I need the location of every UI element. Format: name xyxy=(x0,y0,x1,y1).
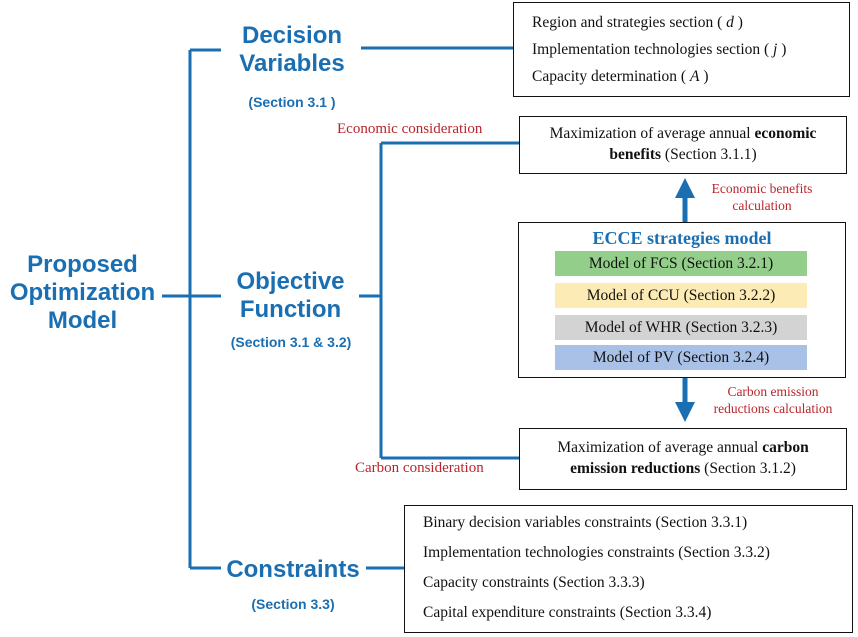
root-title-line1: Proposed xyxy=(27,251,138,278)
objective-title-line1: Objective xyxy=(236,268,345,295)
ecce-strategies-box: ECCE strategies model Model of FCS (Sect… xyxy=(518,222,846,378)
model-whr: Model of WHR (Section 3.2.3) xyxy=(555,315,807,340)
decision-item-technologies: Implementation technologies section ( j … xyxy=(532,41,787,58)
decision-item-region: Region and strategies section ( d ) xyxy=(532,14,743,31)
constraint-binary: Binary decision variables constraints (S… xyxy=(423,514,748,531)
decision-title-line2: Variables xyxy=(239,50,345,77)
decision-variables-box: Region and strategies section ( d ) Impl… xyxy=(513,2,850,97)
var-j: j xyxy=(773,41,778,58)
economic-consideration-label: Economic consideration xyxy=(337,121,483,137)
var-d: d xyxy=(726,14,734,31)
constraint-capex: Capital expenditure constraints (Section… xyxy=(423,604,712,621)
ecce-title: ECCE strategies model xyxy=(592,228,772,248)
objective-title: Objective Function xyxy=(218,268,363,324)
constraint-technologies: Implementation technologies constraints … xyxy=(423,544,770,561)
carbon-calc-label: Carbon emission reductions calculation xyxy=(713,384,833,416)
root-title: Proposed Optimization Model xyxy=(0,251,165,335)
var-a: A xyxy=(689,68,700,85)
decision-title-line1: Decision xyxy=(241,22,343,49)
model-fcs: Model of FCS (Section 3.2.1) xyxy=(555,251,807,276)
decision-title: Decision Variables xyxy=(222,22,362,78)
constraints-title: Constraints xyxy=(226,556,360,583)
model-pv: Model of PV (Section 3.2.4) xyxy=(555,345,807,370)
constraints-box: Binary decision variables constraints (S… xyxy=(404,505,853,633)
carbon-reductions-box: Maximization of average annual carbon em… xyxy=(519,428,847,490)
root-title-line2: Optimization xyxy=(9,279,156,306)
constraints-section-label: (Section 3.3) xyxy=(251,596,335,612)
decision-section-label: (Section 3.1 ) xyxy=(248,94,336,110)
economic-calc-label: Economic benefits calculation xyxy=(711,181,813,213)
objective-title-line2: Function xyxy=(239,296,342,323)
constraint-capacity: Capacity constraints (Section 3.3.3) xyxy=(423,574,645,591)
model-ccu: Model of CCU (Section 3.2.2) xyxy=(555,283,807,308)
root-title-line3: Model xyxy=(47,307,118,334)
carbon-consideration-label: Carbon consideration xyxy=(355,460,484,476)
economic-benefits-box: Maximization of average annual economic … xyxy=(519,116,847,174)
objective-section-label: (Section 3.1 & 3.2) xyxy=(230,334,352,350)
decision-item-capacity: Capacity determination ( A ) xyxy=(532,68,709,85)
